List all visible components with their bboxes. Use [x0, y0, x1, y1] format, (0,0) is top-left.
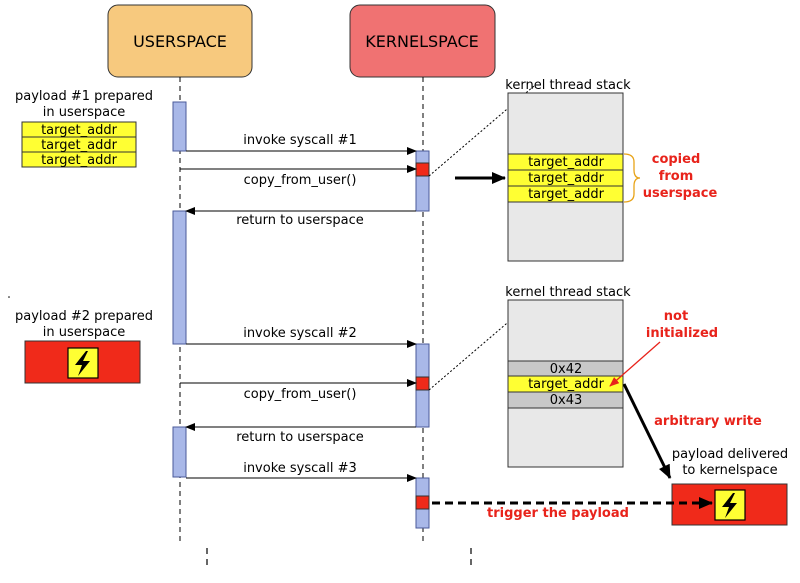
not-initialized-arrow	[609, 341, 661, 387]
stack1-zoom-line	[428, 85, 535, 177]
stack2-title: kernel thread stack	[505, 285, 631, 300]
payload2-block	[24, 340, 141, 384]
delivered-payload-block	[671, 483, 788, 526]
arbitrary-write-label: arbitrary write	[654, 414, 762, 429]
stack2: 0x42 target_addr 0x43	[507, 299, 624, 468]
stack1-cell: target_addr	[528, 171, 604, 186]
message-copy1: copy_from_user()	[180, 165, 417, 188]
user-activation-1	[172, 101, 187, 152]
message-syscall2-label: invoke syscall #2	[243, 326, 357, 341]
kernel-activation-1	[415, 150, 430, 212]
stack2-note-line1: not	[664, 309, 688, 324]
stack1-title: kernel thread stack	[505, 78, 631, 93]
lightning-icon	[67, 347, 99, 379]
lightning-icon	[714, 489, 746, 521]
stack1: target_addr target_addr target_addr	[507, 92, 624, 262]
stack2-cell: target_addr	[528, 377, 604, 392]
delivered-label-line1: payload delivered	[672, 447, 788, 462]
message-copy2: copy_from_user()	[180, 379, 417, 402]
kernelspace-actor: KERNELSPACE	[349, 4, 496, 78]
delivered-label-line2: to kernelspace	[682, 463, 777, 478]
payload1-block: target_addr target_addr target_addr	[21, 121, 137, 168]
payload1-label-line1: payload #1 prepared	[15, 89, 153, 104]
message-syscall3: invoke syscall #3	[186, 461, 417, 482]
stack1-note-line2: from	[659, 169, 694, 184]
kernel-stack-slot-1	[415, 162, 430, 177]
payload1-cell: target_addr	[41, 123, 117, 138]
message-return1-label: return to userspace	[236, 213, 364, 228]
user-activation-3	[172, 426, 187, 478]
stack1-note-line1: copied	[652, 152, 701, 167]
user-activation-2	[172, 210, 187, 345]
stray-dot	[8, 296, 10, 298]
stack2-cell: 0x43	[550, 393, 583, 408]
stack2-zoom-line	[428, 299, 535, 391]
kernelspace-label: KERNELSPACE	[365, 32, 478, 51]
stack1-brace	[623, 153, 641, 203]
message-syscall3-label: invoke syscall #3	[243, 461, 357, 476]
message-syscall1-label: invoke syscall #1	[243, 133, 357, 148]
stack1-note-line3: userspace	[643, 186, 718, 201]
kernel-stack-slot-2	[415, 376, 430, 391]
message-syscall1: invoke syscall #1	[186, 133, 417, 155]
stack2-cell: 0x42	[550, 362, 583, 377]
payload2-label-line2: in userspace	[43, 325, 125, 340]
kernel-stack-slot-3	[415, 495, 430, 510]
message-syscall2: invoke syscall #2	[186, 326, 417, 348]
userspace-actor: USERSPACE	[107, 4, 253, 78]
message-return1: return to userspace	[185, 207, 416, 228]
userspace-label: USERSPACE	[133, 32, 227, 51]
stack1-cell: target_addr	[528, 155, 604, 170]
payload1-cell: target_addr	[41, 138, 117, 153]
payload1-cell: target_addr	[41, 153, 117, 168]
stack2-note-line2: initialized	[646, 326, 718, 341]
payload1-label-line2: in userspace	[43, 105, 125, 120]
trigger-label: trigger the payload	[487, 506, 629, 521]
arbitrary-write-arrow	[622, 383, 672, 479]
message-return2: return to userspace	[185, 423, 416, 445]
message-copy2-label: copy_from_user()	[244, 387, 357, 402]
message-return2-label: return to userspace	[236, 430, 364, 445]
stack1-cell: target_addr	[528, 187, 604, 202]
message-copy1-label: copy_from_user()	[244, 173, 357, 188]
payload2-label-line1: payload #2 prepared	[15, 309, 153, 324]
